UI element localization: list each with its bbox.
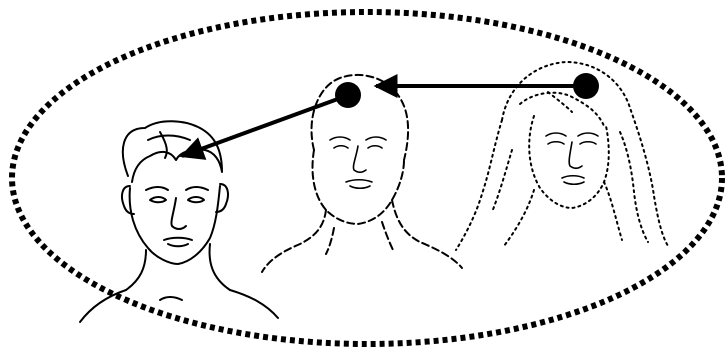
- middle-face-features: [330, 137, 386, 188]
- woman-face-features: [546, 133, 598, 184]
- middle-face-figure: [262, 75, 462, 272]
- arrow-origin-woman-dot: [573, 73, 599, 99]
- arrow-origin-middle-dot: [335, 82, 361, 108]
- woman-face-figure: [456, 62, 668, 250]
- arrow-middle-to-man: [182, 96, 346, 156]
- boundary-ellipse: [12, 12, 722, 344]
